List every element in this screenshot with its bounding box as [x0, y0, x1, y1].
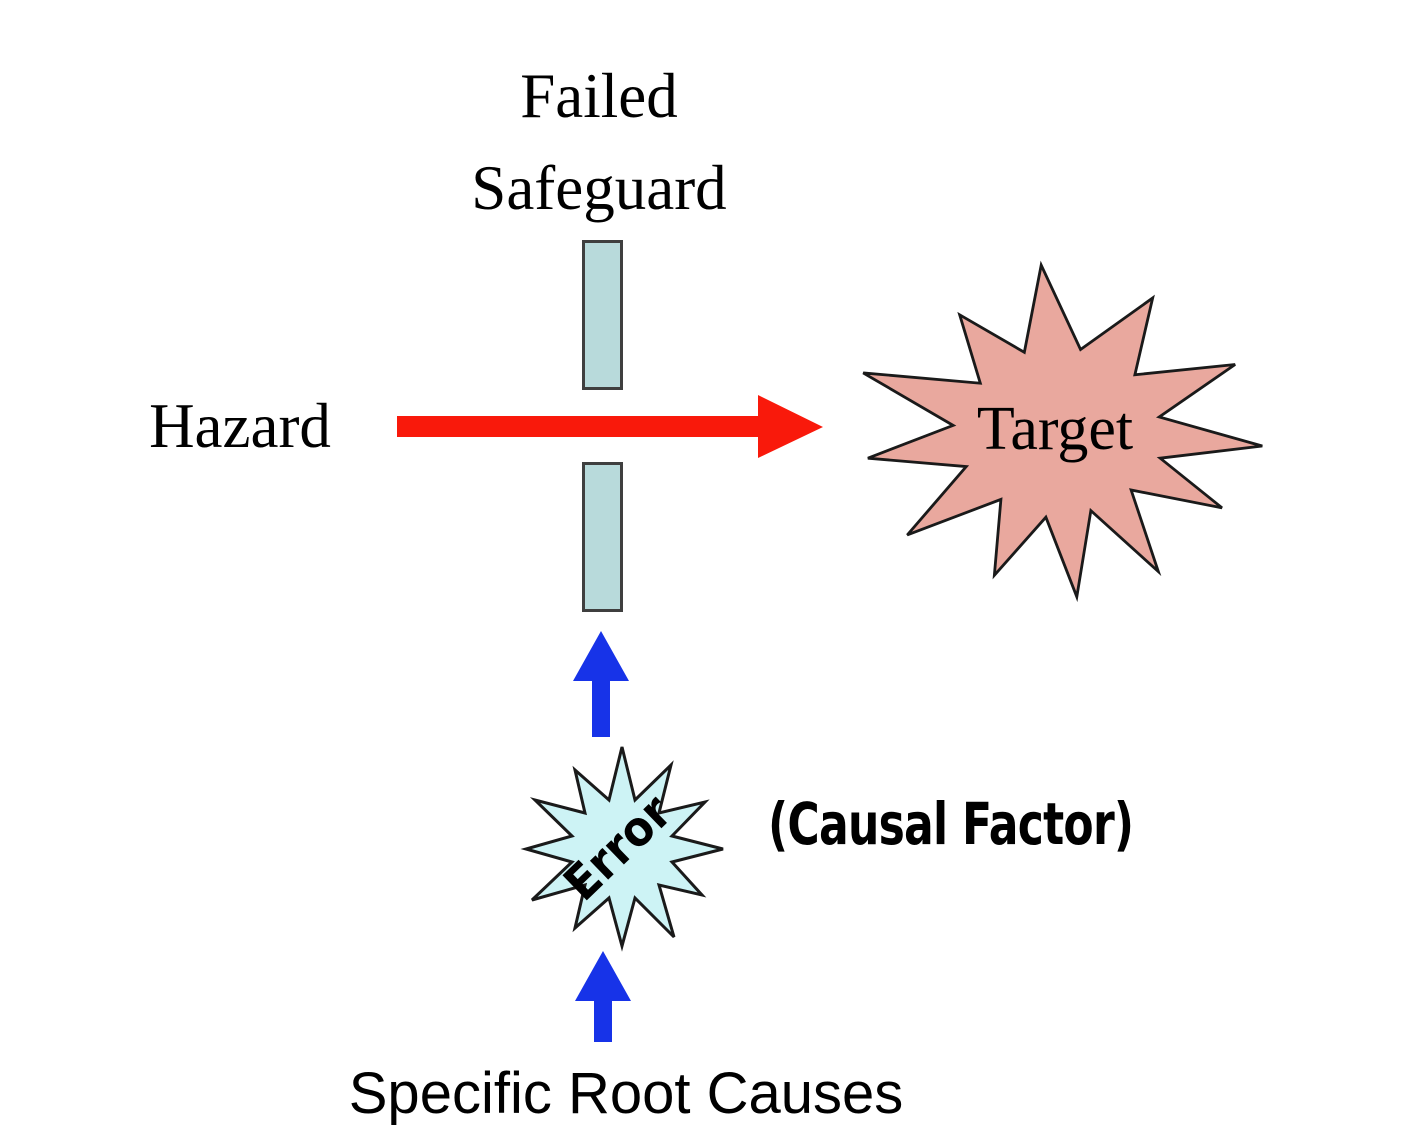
- target-label: Target: [976, 395, 1134, 463]
- cause-arrow-upper-shape: [573, 631, 629, 737]
- failed-safeguard-line2: Safeguard: [471, 153, 727, 223]
- failed-safeguard-label: Failed Safeguard: [349, 50, 849, 234]
- target-starburst-icon: [862, 260, 1263, 603]
- causal-factor-label: (Causal Factor): [768, 790, 1134, 858]
- target-starburst-shape: [862, 260, 1263, 603]
- error-starburst-shape: [520, 746, 724, 952]
- failed-safeguard-line1: Failed: [520, 61, 678, 131]
- hazard-label: Hazard: [149, 391, 331, 461]
- safeguard-barrier-bottom: [582, 462, 623, 612]
- error-starburst-icon: [520, 746, 724, 952]
- cause-arrow-upper-icon: [573, 631, 629, 737]
- hazard-arrow-shape: [397, 395, 823, 458]
- cause-arrow-lower-shape: [575, 951, 631, 1042]
- specific-root-causes-label: Specific Root Causes: [348, 1061, 904, 1126]
- cause-arrow-lower-icon: [575, 951, 631, 1042]
- hazard-arrow-icon: [397, 395, 823, 458]
- safeguard-barrier-top: [582, 240, 623, 390]
